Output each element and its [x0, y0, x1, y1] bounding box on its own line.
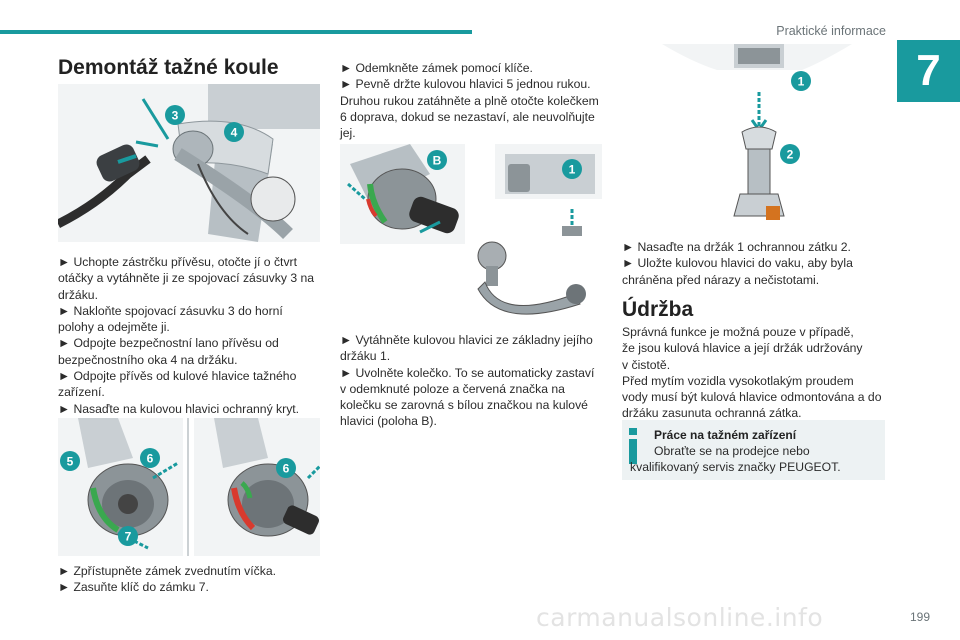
maintenance-heading: Údržba: [622, 298, 694, 321]
section-heading: Demontáž tažné koule: [58, 56, 279, 79]
figure-lock-access: 5 6 7 6: [58, 418, 320, 556]
text-line: Správná funkce je možná pouze v případě,: [622, 325, 854, 339]
text-line: 6 doprava, dokud se nezastaví, ale neuvo…: [340, 109, 595, 124]
text-line: ► Uchopte zástrčku přívěsu, otočte jí o …: [58, 255, 297, 269]
text-line: ► Nasaďte na kulovou hlavici ochranný kr…: [58, 401, 300, 416]
text-line: bezpečnostního oka 4 na držáku.: [58, 352, 238, 367]
callout-5: 5: [67, 455, 74, 469]
text-line: polohy a odejměte ji.: [58, 320, 170, 335]
text-line: vody musí být kulová hlavice odmontována…: [622, 390, 882, 405]
text-line: držáku zasunuta ochranná zátka.: [622, 406, 802, 421]
text-line: držáku.: [58, 287, 98, 302]
steps-plug-removal: ► Uchopte zástrčku přívěsu, otočte jí o …: [58, 254, 314, 417]
text-line: ► Vytáhněte kulovou hlavici ze základny …: [340, 333, 593, 347]
text-line: ► Nasaďte na držák 1 ochrannou zátku 2.: [622, 240, 851, 254]
callout-B: B: [433, 154, 442, 168]
text-line: ► Uložte kulovou hlavici do vaku, aby by…: [622, 256, 853, 271]
text-line: ► Odpojte přívěs od kulové hlavice tažné…: [58, 369, 297, 384]
callout-marker: [276, 458, 296, 478]
text-line: ► Zpřístupněte zámek zvednutím víčka.: [58, 564, 276, 578]
text-line: držáku 1.: [340, 349, 391, 364]
callout-marker: [118, 526, 138, 546]
figure-plug-removal: 3 4: [58, 84, 320, 242]
text-line: hlavici (poloha B).: [340, 414, 437, 429]
callout-marker: [427, 150, 447, 170]
steps-lock-access: ► Zpřístupněte zámek zvednutím víčka. ► …: [58, 563, 276, 596]
notice-title: Práce na tažném zařízení: [654, 428, 797, 442]
callout-6: 6: [147, 452, 154, 466]
steps-protective-cap: ► Nasaďte na držák 1 ochrannou zátku 2. …: [622, 239, 853, 288]
info-notice: Práce na tažném zařízení Obraťte se na p…: [622, 420, 885, 480]
chapter-number: 7: [897, 40, 960, 102]
text-line: chráněna před nárazy a nečistotami.: [622, 272, 820, 287]
header-accent-bar: [0, 30, 472, 34]
text-line: ► Odpojte bezpečnostní lano přívěsu od: [58, 336, 279, 351]
maintenance-text: Správná funkce je možná pouze v případě,…: [622, 324, 881, 422]
figure-ball-removal: B 1: [340, 144, 602, 320]
callout-1: 1: [798, 75, 805, 89]
callout-marker: [60, 451, 80, 471]
callout-7: 7: [125, 530, 132, 544]
figure-protective-cap: 1 2: [622, 44, 885, 226]
section-title: Praktické informace: [776, 24, 886, 38]
text-line: v odemknuté poloze a červená značka na: [340, 381, 565, 396]
callout-marker: [140, 448, 160, 468]
callout-marker: [780, 144, 800, 164]
callout-6: 6: [283, 462, 290, 476]
callout-1: 1: [569, 163, 576, 177]
callout-marker: [562, 159, 582, 179]
callout-marker: [165, 105, 185, 125]
watermark: carmanualsonline.info: [536, 603, 824, 632]
callout-2: 2: [787, 148, 794, 162]
notice-text: kvalifikovaný servis značky PEUGEOT.: [630, 460, 841, 474]
text-line: Před mytím vozidla vysokotlakým proudem: [622, 373, 854, 388]
text-line: ► Uvolněte kolečko. To se automaticky za…: [340, 365, 595, 380]
callout-marker: [791, 71, 811, 91]
callout-marker: [224, 122, 244, 142]
text-line: otáčky a vytáhněte ji ze spojovací zásuv…: [58, 271, 315, 286]
steps-ball-removal: ► Vytáhněte kulovou hlavici ze základny …: [340, 332, 594, 430]
callout-3: 3: [172, 109, 179, 123]
page-number: 199: [909, 610, 930, 624]
callout-4: 4: [231, 126, 238, 140]
text-line: ► Pevně držte kulovou hlavici 5 jednou r…: [340, 77, 591, 92]
text-line: kolečku se zarovná s bílou značkou na ku…: [340, 398, 588, 413]
text-line: ► Zasuňte klíč do zámku 7.: [58, 580, 209, 595]
text-line: Druhou rukou zatáhněte a plně otočte kol…: [340, 93, 599, 108]
info-icon: [629, 428, 637, 464]
text-line: ► Odemkněte zámek pomocí klíče.: [340, 61, 533, 75]
notice-text: Obraťte se na prodejce nebo: [654, 444, 810, 458]
text-line: ► Nakloňte spojovací zásuvku 3 do horní: [58, 303, 283, 318]
steps-unlock: ► Odemkněte zámek pomocí klíče. ► Pevně …: [340, 60, 599, 141]
text-line: že jsou kulová hlavice a její držák udrž…: [622, 341, 863, 356]
text-line: v čistotě.: [622, 357, 671, 372]
text-line: zařízení.: [58, 385, 105, 400]
text-line: jej.: [340, 126, 356, 141]
